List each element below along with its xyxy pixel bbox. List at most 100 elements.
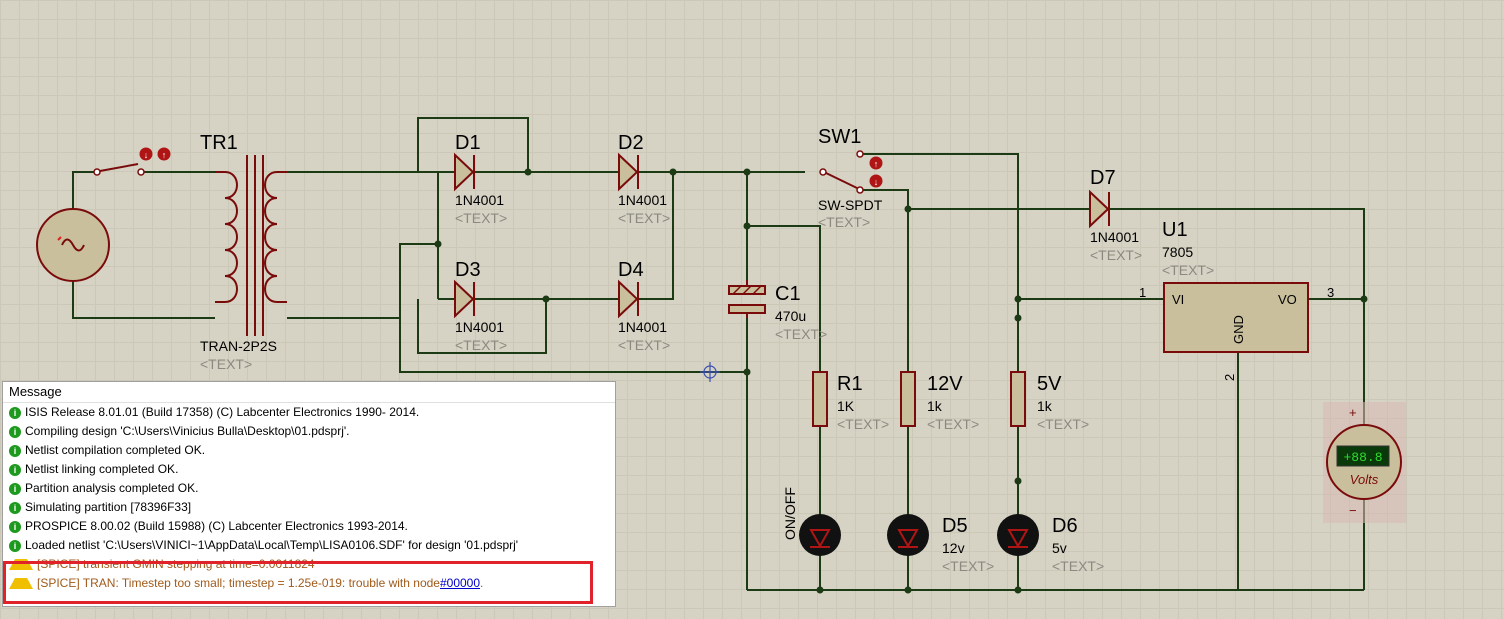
d4-ref: D4 (618, 259, 644, 281)
d5-ref: D5 (942, 515, 968, 537)
warning-icon (9, 559, 33, 570)
d4-text: <TEXT> (618, 337, 670, 353)
message-text: Netlist linking completed OK. (25, 462, 179, 476)
message-text: Compiling design 'C:\Users\Vinicius Bull… (25, 424, 350, 438)
sw1-ref: SW1 (818, 126, 861, 148)
message-row[interactable]: i Partition analysis completed OK. (3, 479, 615, 498)
d5-value: 12v (942, 540, 965, 556)
d1-value: 1N4001 (455, 192, 504, 208)
message-row[interactable]: i Loaded netlist 'C:\Users\VINICI~1\AppDa… (3, 536, 615, 555)
info-icon: i (9, 444, 21, 457)
switch-toggle-button[interactable] (139, 147, 153, 161)
diode-d3[interactable]: D3 1N4001 <TEXT> (454, 259, 507, 353)
info-icon: i (9, 482, 21, 495)
resistor-5v[interactable]: 5V 1k <TEXT> (1010, 371, 1089, 432)
message-text: [SPICE] transient GMIN stepping at time=… (37, 557, 315, 571)
tr1-value: TRAN-2P2S (200, 338, 277, 354)
regulator-u1[interactable]: U1 7805 <TEXT> VI VO GND 1 3 2 (1139, 219, 1334, 381)
u1-pin1-num: 1 (1139, 285, 1146, 300)
message-row[interactable]: i Netlist linking completed OK. (3, 460, 615, 479)
led-d5[interactable]: D5 12v <TEXT> (887, 514, 994, 574)
svg-text:↓: ↓ (874, 177, 879, 187)
message-panel-header: Message (3, 382, 615, 403)
d7-text: <TEXT> (1090, 247, 1142, 263)
message-row[interactable]: i Netlist compilation completed OK. (3, 441, 615, 460)
d6-text: <TEXT> (1052, 558, 1104, 574)
u1-ref: U1 (1162, 219, 1188, 241)
voltmeter-minus: − (1349, 503, 1357, 518)
d6-value: 5v (1052, 540, 1067, 556)
sw1-toggle-button[interactable] (869, 156, 883, 170)
sw1-value: SW-SPDT (818, 197, 883, 213)
switch-toggle-button[interactable] (157, 147, 171, 161)
voltmeter[interactable]: +88.8 Volts + − (1323, 402, 1406, 523)
led-onoff-label: ON/OFF (782, 487, 798, 540)
u1-pin-vi: VI (1172, 292, 1184, 307)
r12v-value: 1k (927, 398, 943, 414)
r12v-text: <TEXT> (927, 416, 979, 432)
d4-value: 1N4001 (618, 319, 667, 335)
message-row[interactable]: i ISIS Release 8.01.01 (Build 17358) (C) … (3, 403, 615, 422)
switch-sw1[interactable]: ↑ ↓ SW1 SW-SPDT <TEXT> (818, 126, 883, 230)
diode-d4[interactable]: D4 1N4001 <TEXT> (618, 259, 670, 353)
resistor-r1[interactable]: R1 1K <TEXT> (812, 371, 889, 432)
c1-value: 470u (775, 308, 806, 324)
d3-text: <TEXT> (455, 337, 507, 353)
warning-icon (9, 578, 33, 589)
diode-d2[interactable]: D2 1N4001 <TEXT> (618, 132, 670, 226)
diode-d1[interactable]: D1 1N4001 <TEXT> (454, 132, 507, 226)
d2-ref: D2 (618, 132, 644, 154)
svg-text:↑: ↑ (874, 159, 879, 169)
d5-text: <TEXT> (942, 558, 994, 574)
info-icon: i (9, 463, 21, 476)
r12v-ref: 12V (927, 373, 963, 395)
message-row-warning[interactable]: [SPICE] transient GMIN stepping at time=… (3, 555, 615, 574)
tr1-text: <TEXT> (200, 356, 252, 372)
d7-ref: D7 (1090, 167, 1116, 189)
error-highlight-box (3, 561, 593, 604)
capacitor-c1[interactable]: C1 470u <TEXT> (728, 280, 827, 342)
transformer-tr1[interactable]: TR1 TRAN-2P2S <TEXT> (200, 132, 287, 372)
resistor-12v[interactable]: 12V 1k <TEXT> (900, 371, 979, 432)
u1-value: 7805 (1162, 244, 1193, 260)
message-text: Loaded netlist 'C:\Users\VINICI~1\AppDat… (25, 538, 519, 552)
info-icon: i (9, 425, 21, 438)
sw1-toggle-button[interactable] (869, 174, 883, 188)
d3-value: 1N4001 (455, 319, 504, 335)
power-switch[interactable]: ↓ ↑ (93, 147, 171, 176)
message-text: Netlist compilation completed OK. (25, 443, 206, 457)
d1-ref: D1 (455, 132, 481, 154)
info-icon: i (9, 406, 21, 419)
message-row-warning[interactable]: [SPICE] TRAN: Timestep too small; timest… (3, 574, 615, 593)
voltmeter-unit: Volts (1350, 472, 1379, 487)
message-row[interactable]: i Compiling design 'C:\Users\Vinicius Bul… (3, 422, 615, 441)
message-text: Partition analysis completed OK. (25, 481, 199, 495)
node-link[interactable]: #00000 (439, 576, 481, 590)
message-text: Simulating partition [78396F33] (25, 500, 192, 514)
d7-value: 1N4001 (1090, 229, 1139, 245)
voltmeter-plus: + (1349, 405, 1357, 420)
info-icon: i (9, 539, 21, 552)
diode-d7[interactable]: D7 1N4001 <TEXT> (1089, 167, 1142, 263)
led-onoff[interactable]: ON/OFF (782, 487, 841, 556)
message-text: PROSPICE 8.00.02 (Build 15988) (C) Labce… (25, 519, 408, 533)
r5v-text: <TEXT> (1037, 416, 1089, 432)
message-suffix: . (480, 576, 484, 590)
message-text: ISIS Release 8.01.01 (Build 17358) (C) L… (25, 405, 420, 419)
r1-text: <TEXT> (837, 416, 889, 432)
led-d6[interactable]: D6 5v <TEXT> (997, 514, 1104, 574)
message-panel[interactable]: Message i ISIS Release 8.01.01 (Build 173… (2, 381, 616, 607)
u1-pin2-num: 2 (1222, 374, 1237, 381)
ac-source[interactable] (36, 208, 110, 282)
tr1-ref: TR1 (200, 132, 238, 154)
svg-text:↑: ↑ (162, 150, 167, 160)
u1-pin-vo: VO (1278, 292, 1297, 307)
d1-text: <TEXT> (455, 210, 507, 226)
c1-text: <TEXT> (775, 326, 827, 342)
d3-ref: D3 (455, 259, 481, 281)
sw1-text: <TEXT> (818, 214, 870, 230)
u1-text: <TEXT> (1162, 262, 1214, 278)
